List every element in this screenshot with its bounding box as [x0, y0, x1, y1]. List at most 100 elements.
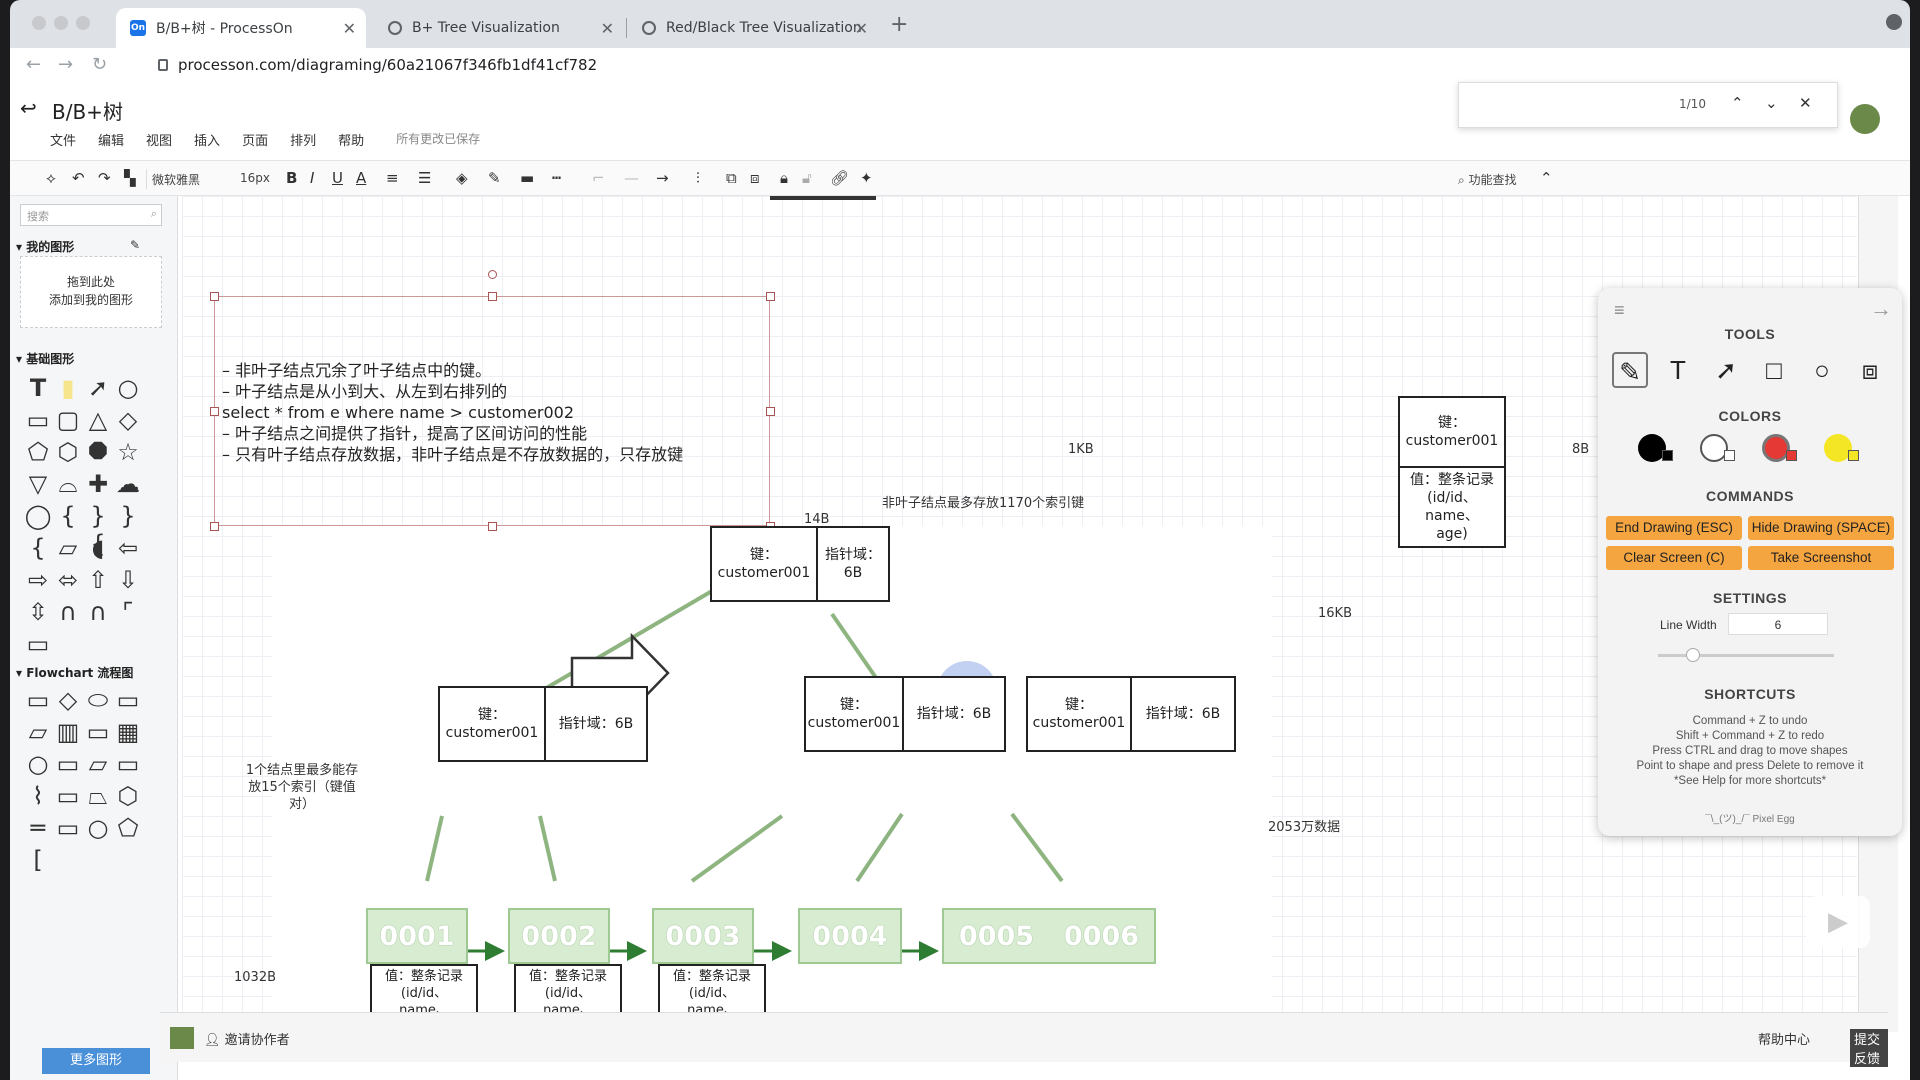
- bold-icon[interactable]: B: [286, 169, 298, 187]
- font-size-select[interactable]: 16px: [240, 171, 270, 185]
- underline-icon[interactable]: U: [332, 169, 343, 187]
- my-shapes-header[interactable]: ▾ 我的图形: [16, 240, 75, 254]
- resize-handle[interactable]: [210, 292, 219, 301]
- database-shape-icon[interactable]: ▭: [56, 750, 80, 778]
- font-color-icon[interactable]: A: [356, 169, 367, 187]
- circle-shape-icon[interactable]: ○: [117, 374, 139, 402]
- align-icon[interactable]: ≡: [386, 169, 399, 187]
- menu-edit[interactable]: 编辑: [98, 134, 125, 149]
- hexagon-shape-icon[interactable]: ⬡: [57, 438, 79, 466]
- help-center-link[interactable]: 帮助中心: [1758, 1033, 1811, 1048]
- my-shapes-dropzone[interactable]: 拖到此处 添加到我的图形: [20, 256, 162, 328]
- offpage-shape-icon[interactable]: ⬠: [117, 814, 139, 842]
- basic-shapes-header[interactable]: ▾ 基础图形: [16, 352, 75, 366]
- collapse-icon[interactable]: ⌃: [1540, 169, 1553, 187]
- arrow-style-icon[interactable]: →: [656, 169, 669, 187]
- display-shape-icon[interactable]: ▭: [56, 782, 80, 810]
- arrow-double-shape-icon[interactable]: ⬄: [57, 566, 79, 594]
- rectangle-shape-icon[interactable]: ▭: [26, 406, 50, 434]
- feedback-button[interactable]: 提交反馈: [1850, 1029, 1888, 1067]
- color-red-swatch[interactable]: [1762, 434, 1790, 462]
- menu-arrange[interactable]: 排列: [290, 134, 317, 149]
- arrow-right-shape-icon[interactable]: ⇨: [27, 566, 49, 594]
- invite-collaborator-button[interactable]: 👤︎ 邀请协作者: [204, 1033, 290, 1048]
- document-title[interactable]: B/B+树: [52, 100, 123, 124]
- bracket-shape-icon[interactable]: }: [120, 502, 136, 530]
- predefined-shape-icon[interactable]: ▥: [56, 718, 80, 746]
- line-width-icon[interactable]: ▬: [520, 169, 535, 187]
- line-width-slider-thumb[interactable]: [1686, 648, 1700, 662]
- more-shapes-button[interactable]: 更多图形: [42, 1048, 150, 1074]
- terminator-shape-icon[interactable]: ⬭: [87, 686, 109, 714]
- avatar[interactable]: [170, 1027, 194, 1049]
- forward-icon[interactable]: →: [58, 54, 74, 75]
- card-flow-shape-icon[interactable]: ▭: [116, 750, 140, 778]
- chevron-up-icon[interactable]: ⌃: [1731, 94, 1744, 112]
- profile-menu-icon[interactable]: [1886, 14, 1902, 30]
- value-box[interactable]: 值：整条记录(id/id、name、age): [370, 964, 478, 1018]
- brace-shape-icon[interactable]: {: [60, 502, 76, 530]
- manual-op-shape-icon[interactable]: ⏢: [88, 782, 108, 810]
- link-icon[interactable]: 🔗︎: [830, 169, 850, 187]
- color-black-swatch[interactable]: [1638, 434, 1666, 462]
- connector-icon[interactable]: ⌐: [592, 169, 605, 187]
- resize-handle[interactable]: [766, 407, 775, 416]
- u-turn-arrow-shape-icon[interactable]: ∩: [89, 598, 107, 626]
- leaf-block[interactable]: 0002: [508, 908, 610, 964]
- search-icon[interactable]: ⌕: [150, 207, 157, 220]
- close-icon[interactable]: ✕: [600, 18, 614, 38]
- rounded-rect-shape-icon[interactable]: ▢: [56, 406, 80, 434]
- reload-icon[interactable]: ↻: [92, 54, 108, 75]
- back-arrow-icon[interactable]: ↩: [20, 96, 37, 120]
- magic-wand-icon[interactable]: ✦: [860, 169, 873, 187]
- bring-front-icon[interactable]: ⧉: [726, 169, 737, 187]
- leaf-block[interactable]: 0004: [798, 908, 902, 964]
- take-screenshot-button[interactable]: Take Screenshot: [1748, 546, 1894, 570]
- close-icon[interactable]: ✕: [854, 18, 868, 38]
- unlock-icon[interactable]: 🔓︎: [802, 169, 812, 187]
- brace-pair-shape-icon[interactable]: }{: [90, 502, 106, 558]
- color-red-fill[interactable]: [1786, 450, 1797, 461]
- wave-shape-icon[interactable]: ⌓: [58, 470, 78, 498]
- small-rect-shape-icon[interactable]: ▭: [26, 630, 50, 658]
- ellipse-tool-icon[interactable]: ○: [1814, 355, 1830, 385]
- fill-color-icon[interactable]: ◈: [456, 169, 468, 187]
- url-field[interactable]: processon.com/diagraming/60a21067f346fb1…: [158, 56, 597, 74]
- clear-screen-button[interactable]: Clear Screen (C): [1606, 546, 1742, 570]
- text-shape-icon[interactable]: T: [29, 374, 47, 402]
- stored-data-shape-icon[interactable]: ▭: [86, 718, 110, 746]
- internal-node[interactable]: 键：customer001 指针域：6B: [1026, 676, 1236, 752]
- window-minimize-dot[interactable]: [54, 16, 68, 30]
- color-black-fill[interactable]: [1662, 450, 1673, 461]
- internal-node[interactable]: 键：customer001 指针域：6B: [804, 676, 1006, 752]
- triangle-shape-icon[interactable]: △: [88, 406, 108, 434]
- new-tab-icon[interactable]: +: [890, 12, 909, 37]
- resize-handle[interactable]: [210, 522, 219, 531]
- play-icon[interactable]: ▶: [1806, 896, 1870, 948]
- feature-search-button[interactable]: ⌕ 功能查找: [1458, 173, 1517, 187]
- resize-handle[interactable]: [488, 292, 497, 301]
- flowchart-header[interactable]: ▾ Flowchart 流程图: [16, 666, 134, 680]
- leaf-block[interactable]: 0003: [652, 908, 754, 964]
- pen-tool-icon[interactable]: ✎: [1612, 352, 1648, 388]
- process-shape-icon[interactable]: ▭: [26, 686, 50, 714]
- line-width-input[interactable]: 6: [1728, 613, 1828, 635]
- hamburger-icon[interactable]: ≡: [1614, 300, 1625, 320]
- avatar[interactable]: [1850, 104, 1880, 134]
- manual-input-shape-icon[interactable]: ▱: [88, 750, 108, 778]
- leaf-block[interactable]: 0001: [366, 908, 468, 964]
- arrow-tool-icon[interactable]: ➚: [1715, 355, 1737, 385]
- color-yellow-swatch[interactable]: [1824, 434, 1852, 462]
- italic-icon[interactable]: I: [310, 169, 315, 187]
- end-drawing-button[interactable]: End Drawing (ESC): [1606, 516, 1742, 540]
- star-shape-icon[interactable]: ☆: [117, 438, 139, 466]
- align-objects-icon[interactable]: ⫶: [696, 169, 700, 187]
- font-family-select[interactable]: 微软雅黑: [152, 173, 201, 187]
- arrow-down-shape-icon[interactable]: ⇩: [117, 566, 139, 594]
- color-yellow-fill[interactable]: [1848, 450, 1859, 461]
- internal-node[interactable]: 键：customer001 指针域：6B: [438, 686, 648, 762]
- menu-page[interactable]: 页面: [242, 134, 269, 149]
- funnel-shape-icon[interactable]: ▽: [28, 470, 48, 498]
- arrow-left-shape-icon[interactable]: ⇦: [117, 534, 139, 562]
- value-box[interactable]: 值：整条记录(id/id、name、age): [658, 964, 766, 1018]
